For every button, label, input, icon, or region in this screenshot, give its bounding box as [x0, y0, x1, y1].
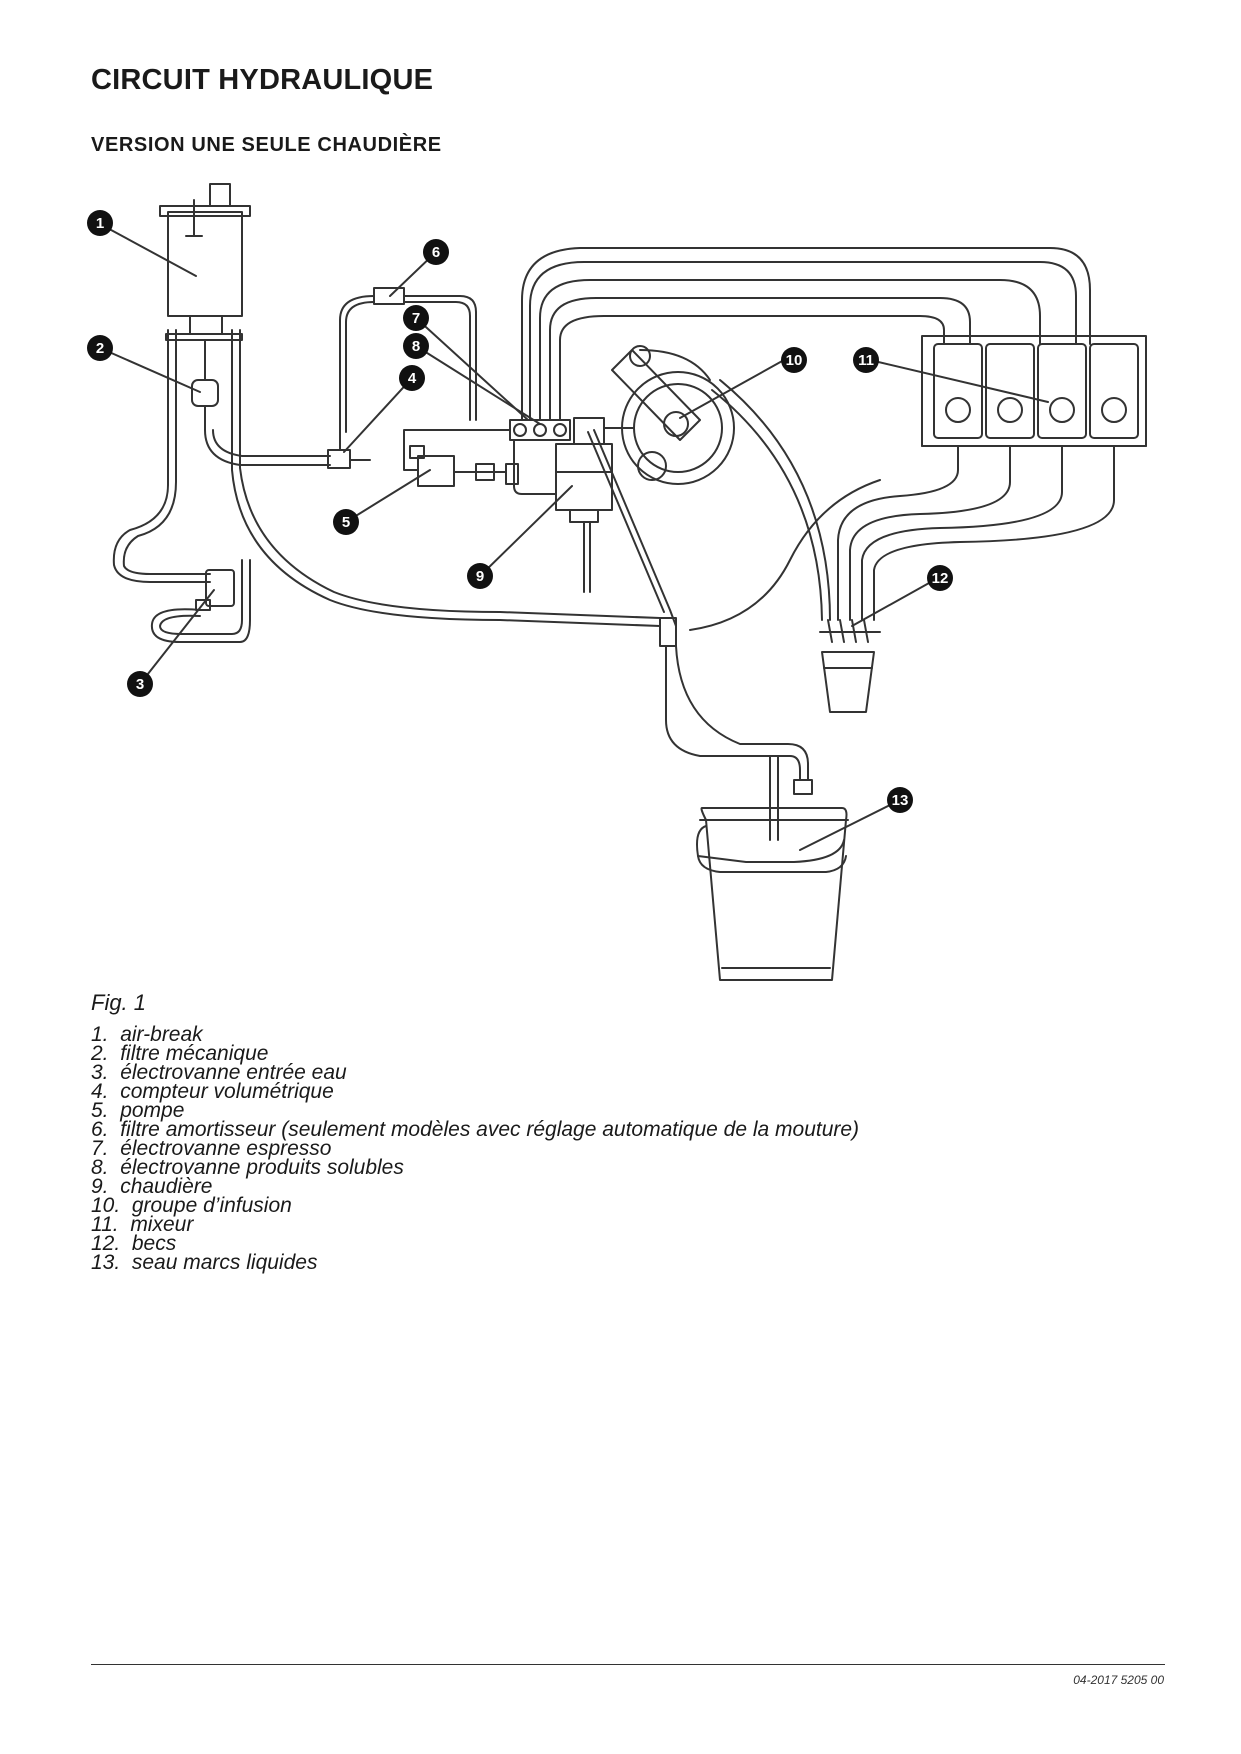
legend-number: 2. [91, 1042, 109, 1065]
page-subtitle: VERSION UNE SEULE CHAUDIÈRE [91, 134, 442, 156]
legend-number: 5. [91, 1099, 109, 1122]
callout-number-7: 7 [412, 310, 420, 327]
legend-item: 1. air-break [91, 1023, 859, 1046]
page-title: CIRCUIT HYDRAULIQUE [91, 64, 434, 96]
legend-item: 12. becs [91, 1232, 859, 1255]
mechanical-filter-component [191, 339, 219, 431]
callout-number-3: 3 [136, 676, 144, 693]
legend-number: 12. [91, 1232, 121, 1255]
legend-text: groupe d’infusion [131, 1194, 292, 1217]
footer-divider [91, 1664, 1165, 1665]
legend-item: 8. électrovanne produits solubles [91, 1156, 859, 1179]
legend-text: air-break [120, 1023, 203, 1046]
document-code: 04-2017 5205 00 [1073, 1673, 1164, 1687]
legend-item: 9. chaudière [91, 1175, 859, 1198]
solenoid-valves-component [469, 417, 635, 445]
callout-badge-5 [333, 509, 359, 535]
filter-damper-component [339, 287, 477, 433]
callout-number-2: 2 [96, 340, 104, 357]
figure-label: Fig. 1 [91, 990, 147, 1015]
legend-item: 2. filtre mécanique [91, 1042, 859, 1065]
legend-text: pompe [120, 1099, 185, 1122]
legend-text: électrovanne espresso [120, 1137, 332, 1160]
callout-badge-9 [467, 563, 493, 589]
spouts-component [819, 619, 881, 713]
legend-number: 10. [91, 1194, 121, 1217]
legend-text: mixeur [130, 1213, 194, 1236]
callout-badge-12 [927, 565, 953, 591]
callout-badge-13 [887, 787, 913, 813]
callout-number-11: 11 [858, 352, 874, 369]
legend-item: 10. groupe d’infusion [91, 1194, 859, 1217]
callout-badge-6 [423, 239, 449, 265]
callout-badge-10 [781, 347, 807, 373]
callout-badge-3 [127, 671, 153, 697]
callout-number-10: 10 [786, 352, 803, 369]
legend-item: 4. compteur volumétrique [91, 1080, 859, 1103]
air-break-component [159, 183, 251, 341]
mixers-component [921, 335, 1147, 447]
legend-number: 11. [91, 1213, 119, 1236]
callout-badge-1 [87, 210, 113, 236]
boiler-component [513, 439, 613, 593]
callout-number-12: 12 [932, 570, 949, 587]
legend-number: 13. [91, 1251, 121, 1274]
callout-number-8: 8 [412, 338, 420, 355]
legend-text: électrovanne produits solubles [120, 1156, 404, 1179]
callout-number-13: 13 [892, 792, 909, 809]
legend-number: 3. [91, 1061, 109, 1084]
callout-number-1: 1 [96, 215, 104, 232]
legend-number: 6. [91, 1118, 109, 1141]
liquid-waste-bucket-component [696, 807, 849, 981]
legend-text: seau marcs liquides [131, 1251, 318, 1274]
callout-number-4: 4 [408, 370, 417, 387]
legend-number: 9. [91, 1175, 109, 1198]
callout-badge-2 [87, 335, 113, 361]
callout-badge-4 [399, 365, 425, 391]
pump-component [403, 429, 519, 487]
callout-number-6: 6 [432, 244, 440, 261]
legend-text: chaudière [120, 1175, 213, 1198]
legend-text: becs [131, 1232, 177, 1255]
legend-text: filtre mécanique [120, 1042, 269, 1065]
flowmeter-component [327, 431, 371, 469]
legend-item: 6. filtre amortisseur (seulement modèles… [91, 1118, 860, 1141]
legend-text: filtre amortisseur (seulement modèles av… [120, 1118, 860, 1141]
callout-badge-8 [403, 333, 429, 359]
legend-item: 7. électrovanne espresso [91, 1137, 859, 1160]
callout-number-9: 9 [476, 568, 484, 585]
legend-text: compteur volumétrique [120, 1080, 334, 1103]
water-inlet-valve-component [150, 559, 251, 643]
legend-list: 1. air-break 2. filtre mécanique 3. élec… [91, 1023, 860, 1274]
callout-badge-7 [403, 305, 429, 331]
brewing-group-component [611, 345, 735, 485]
legend-item: 5. pompe [91, 1099, 859, 1122]
legend-text: électrovanne entrée eau [120, 1061, 347, 1084]
legend-item: 11. mixeur [91, 1213, 859, 1236]
legend-number: 4. [91, 1080, 109, 1103]
legend-number: 7. [91, 1137, 109, 1160]
callout-number-5: 5 [342, 514, 350, 531]
legend-item: 13. seau marcs liquides [91, 1251, 859, 1274]
legend-number: 1. [91, 1023, 109, 1046]
legend-item: 3. électrovanne entrée eau [91, 1061, 859, 1084]
callout-badge-11 [853, 347, 879, 373]
legend-number: 8. [91, 1156, 109, 1179]
